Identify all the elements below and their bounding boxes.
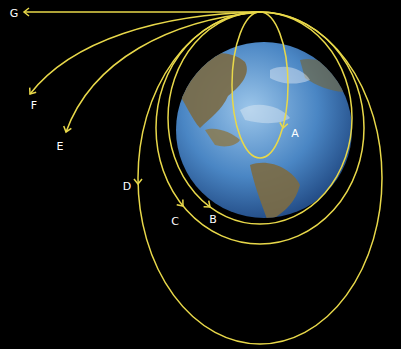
trajectory-label: F <box>31 100 37 111</box>
trajectory-label: G <box>10 8 19 19</box>
arrowhead <box>279 122 288 128</box>
trajectory-label: C <box>171 216 179 227</box>
trajectory-label: E <box>57 141 64 152</box>
orbit-c <box>156 12 364 244</box>
trajectory-label: D <box>123 181 131 192</box>
earth <box>176 42 352 222</box>
orbit-a <box>232 12 288 158</box>
escape-path-e <box>66 12 260 132</box>
trajectory-label: B <box>209 214 217 225</box>
trajectories <box>24 12 382 344</box>
arrowhead <box>177 200 186 209</box>
escape-path-f <box>30 12 260 94</box>
orbit-b <box>168 12 352 224</box>
arrowhead <box>24 8 29 16</box>
arrowhead <box>62 126 71 133</box>
arrowheads <box>24 8 288 210</box>
arrowhead <box>27 88 36 97</box>
trajectory-label: A <box>291 128 299 139</box>
orbit-d <box>138 12 382 344</box>
arrowhead <box>204 201 213 210</box>
arrowhead <box>134 179 142 184</box>
escape-path-g <box>24 11 260 13</box>
